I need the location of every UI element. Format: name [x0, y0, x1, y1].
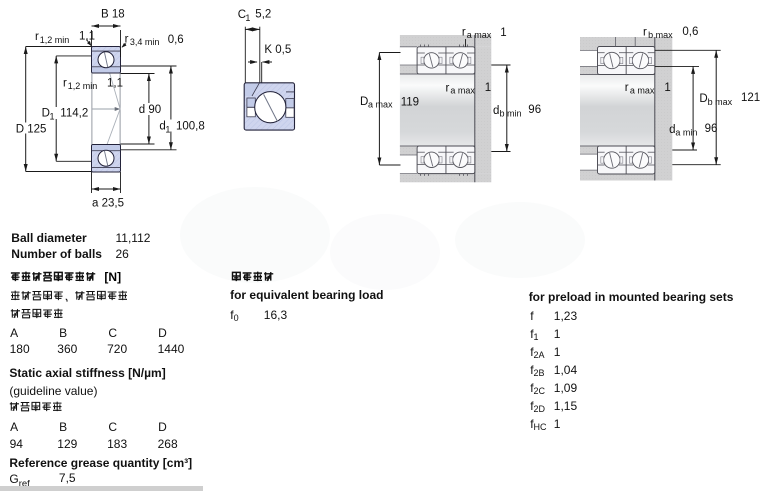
svg-text:d1: d1 [159, 121, 170, 135]
svg-text:r1,2 min: r1,2 min [63, 77, 97, 90]
svg-text:Db max: Db max [699, 93, 732, 107]
svg-text:1: 1 [500, 27, 506, 39]
svg-text:119: 119 [401, 97, 419, 109]
svg-text:d 90: d 90 [139, 104, 161, 116]
svg-text:B 18: B 18 [101, 9, 125, 21]
svg-text:a 23,5: a 23,5 [92, 198, 124, 210]
svg-text:da min: da min [669, 124, 697, 138]
svg-text:r3,4 min: r3,4 min [125, 34, 160, 48]
svg-text:100,8: 100,8 [176, 121, 205, 133]
svg-text:5,2: 5,2 [255, 9, 271, 21]
svg-text:96: 96 [705, 123, 718, 135]
svg-text:C1: C1 [238, 9, 251, 23]
svg-text:Da max: Da max [360, 96, 393, 110]
svg-text:r1,2 min: r1,2 min [35, 31, 69, 45]
svg-text:96: 96 [528, 104, 541, 116]
svg-text:db min: db min [493, 105, 522, 119]
svg-text:1,1: 1,1 [107, 78, 123, 90]
svg-text:ra max: ra max [462, 27, 492, 40]
svg-text:0,6: 0,6 [168, 34, 184, 46]
svg-text:D 125: D 125 [16, 123, 47, 135]
svg-text:121: 121 [741, 92, 760, 104]
svg-text:ra max: ra max [446, 83, 476, 96]
svg-text:0,6: 0,6 [682, 26, 698, 38]
svg-text:rb max: rb max [643, 26, 673, 40]
svg-text:1,1: 1,1 [79, 30, 95, 42]
svg-text:K 0,5: K 0,5 [264, 44, 291, 56]
svg-text:ra max: ra max [625, 82, 655, 95]
svg-text:114,2: 114,2 [60, 108, 88, 120]
svg-text:1: 1 [485, 82, 491, 94]
svg-text:1: 1 [664, 82, 670, 94]
svg-text:D1: D1 [42, 108, 55, 122]
